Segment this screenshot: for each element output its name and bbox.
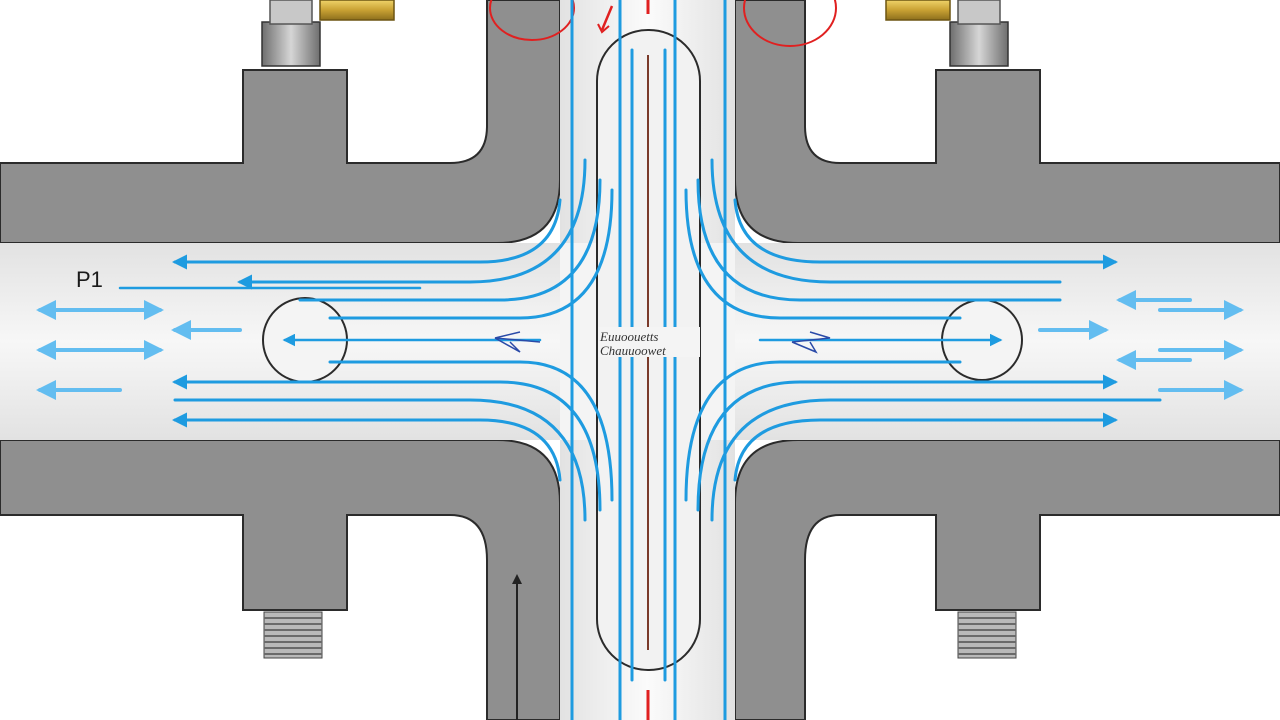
flange-bottom-left (0, 439, 561, 720)
pressure-label: P1 (76, 267, 103, 292)
red-circle-left (489, 0, 575, 41)
flange-top-left (0, 0, 561, 244)
red-circle-right (743, 0, 837, 47)
flow-lines (36, 0, 1244, 720)
valve-fitting-left-icon (261, 0, 395, 67)
direction-markers (494, 331, 831, 354)
center-label-line2: Chauuoowet (600, 343, 666, 358)
flange-top-right (734, 0, 1280, 244)
threaded-bolt-left-icon (263, 611, 323, 659)
flange-bottom-right (734, 439, 1280, 720)
threaded-bolt-right-icon (957, 611, 1017, 659)
red-markers (489, 0, 837, 720)
center-label-line1: Euuoouetts (599, 329, 659, 344)
valve-fitting-right-icon (885, 0, 1009, 67)
